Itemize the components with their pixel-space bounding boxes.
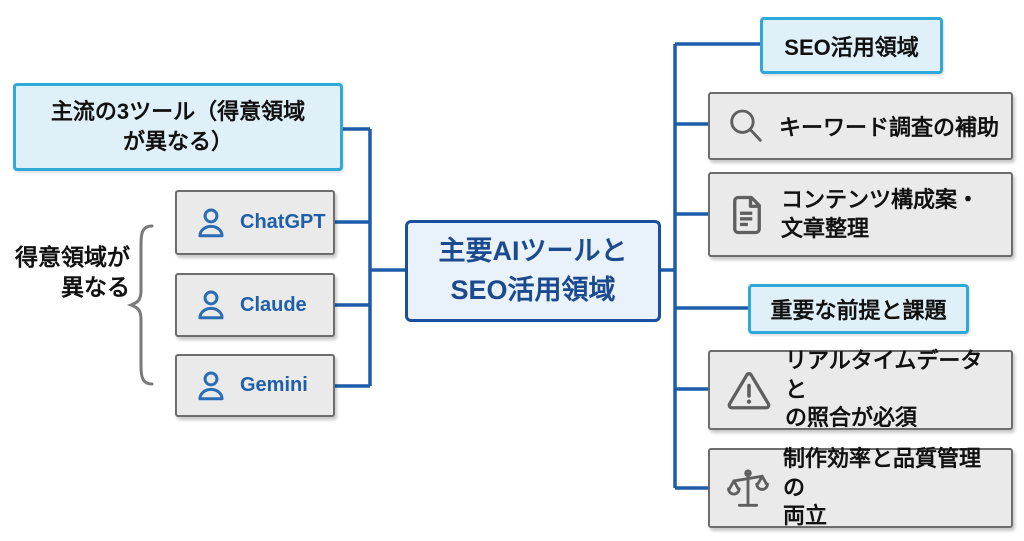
person-icon xyxy=(194,206,228,240)
item-label: コンテンツ構成案・ 文章整理 xyxy=(781,186,980,241)
tool-label: ChatGPT xyxy=(240,211,326,233)
node-seo-section-header: SEO活用領域 xyxy=(760,17,943,74)
node-efficiency-quality-balance: 制作効率と品質管理の 両立 xyxy=(708,446,1013,529)
tool-label: Claude xyxy=(240,293,307,316)
node-central-topic: 主要AIツールと SEO活用領域 xyxy=(405,220,661,322)
node-content-outline: コンテンツ構成案・ 文章整理 xyxy=(708,172,1013,257)
item-label: キーワード調査の補助 xyxy=(779,115,1000,140)
node-realtime-data-check: リアルタイムデータと の照合が必須 xyxy=(708,348,1013,431)
item-label: リアルタイムデータと の照合が必須 xyxy=(785,348,983,431)
person-icon xyxy=(194,288,228,322)
warning-icon xyxy=(726,370,772,411)
item-label: 制作効率と品質管理の 両立 xyxy=(783,446,982,529)
node-tool-chatgpt: ChatGPT xyxy=(175,190,335,255)
person-icon xyxy=(194,369,228,403)
node-main-tools-header: 主流の3ツール（得意領域 が異なる） xyxy=(13,83,343,171)
document-icon xyxy=(726,194,768,236)
node-keyword-research: キーワード調査の補助 xyxy=(708,92,1013,160)
node-tool-claude: Claude xyxy=(175,273,335,337)
curly-brace xyxy=(126,224,154,386)
node-tool-gemini: Gemini xyxy=(175,354,335,417)
scales-icon xyxy=(726,466,770,510)
node-premise-section-header: 重要な前提と課題 xyxy=(748,284,969,334)
tool-label: Gemini xyxy=(240,374,308,396)
brace-label: 得意領域が 異なる xyxy=(15,244,130,300)
search-icon xyxy=(726,106,766,146)
